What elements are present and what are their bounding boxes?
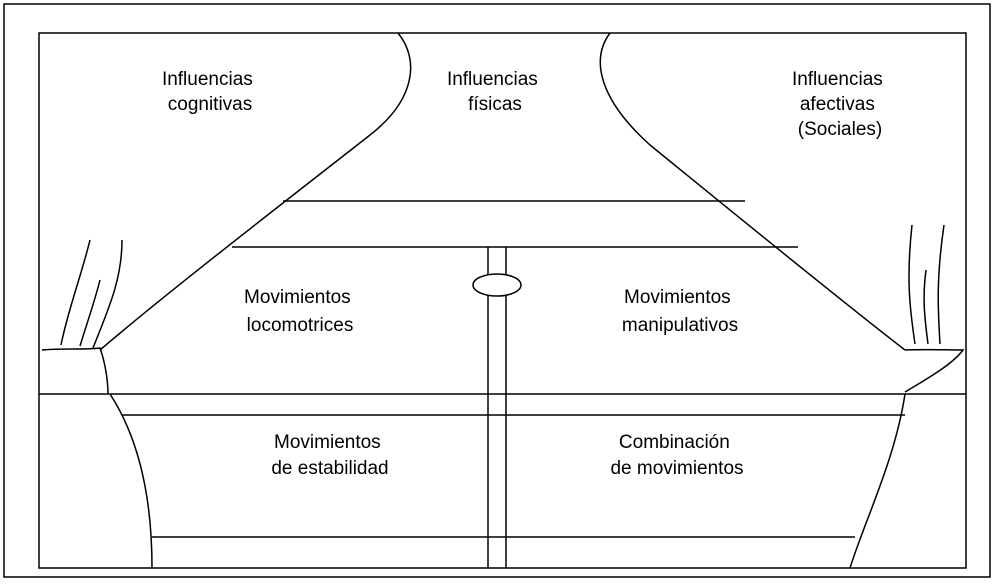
window-frame — [38, 32, 967, 569]
label-manipulative: Movimientos manipulativos — [622, 287, 738, 336]
right-curtain-lower — [849, 393, 906, 569]
right-curtain-fold-3 — [923, 269, 929, 345]
label-affective-line1: Influencias — [792, 69, 883, 90]
label-stability-line2: de estabilidad — [271, 458, 388, 479]
label-cognitive: Influencias cognitivas — [162, 69, 258, 115]
right-curtain-fold-2 — [937, 224, 945, 345]
right-curtain-fold-1 — [908, 224, 916, 345]
label-locomotor-line1: Movimientos — [244, 287, 351, 308]
right-curtain-tie — [904, 348, 965, 393]
label-affective: Influencias afectivas (Sociales) — [792, 69, 888, 140]
left-curtain-fold-1 — [60, 239, 91, 346]
outer-frame — [3, 3, 991, 578]
label-manipulative-line2: manipulativos — [622, 315, 738, 336]
label-combination: Combinación de movimientos — [610, 432, 743, 479]
left-curtain-lower — [109, 393, 153, 569]
left-curtain-fold-3 — [79, 279, 101, 347]
left-curtain-fold-2 — [92, 239, 123, 349]
label-cognitive-line1: Influencias — [162, 69, 253, 90]
label-locomotor-line2: locomotrices — [247, 315, 354, 336]
label-stability-line1: Movimientos — [274, 432, 381, 453]
label-physical-line2: físicas — [468, 94, 522, 115]
label-stability: Movimientos de estabilidad — [271, 432, 388, 479]
label-physical: Influencias físicas — [447, 69, 543, 115]
right-curtain-edge — [599, 32, 906, 351]
left-curtain-tie — [41, 347, 109, 395]
label-combination-line2: de movimientos — [610, 458, 743, 479]
label-physical-line1: Influencias — [447, 69, 538, 90]
label-combination-line1: Combinación — [619, 432, 730, 453]
label-locomotor: Movimientos locomotrices — [244, 287, 356, 336]
left-curtain-edge — [99, 32, 412, 351]
label-cognitive-line2: cognitivas — [168, 94, 253, 115]
label-affective-line2: afectivas — [800, 94, 875, 115]
label-affective-line3: (Sociales) — [798, 119, 882, 140]
label-manipulative-line1: Movimientos — [624, 287, 731, 308]
window-latch — [472, 273, 522, 297]
